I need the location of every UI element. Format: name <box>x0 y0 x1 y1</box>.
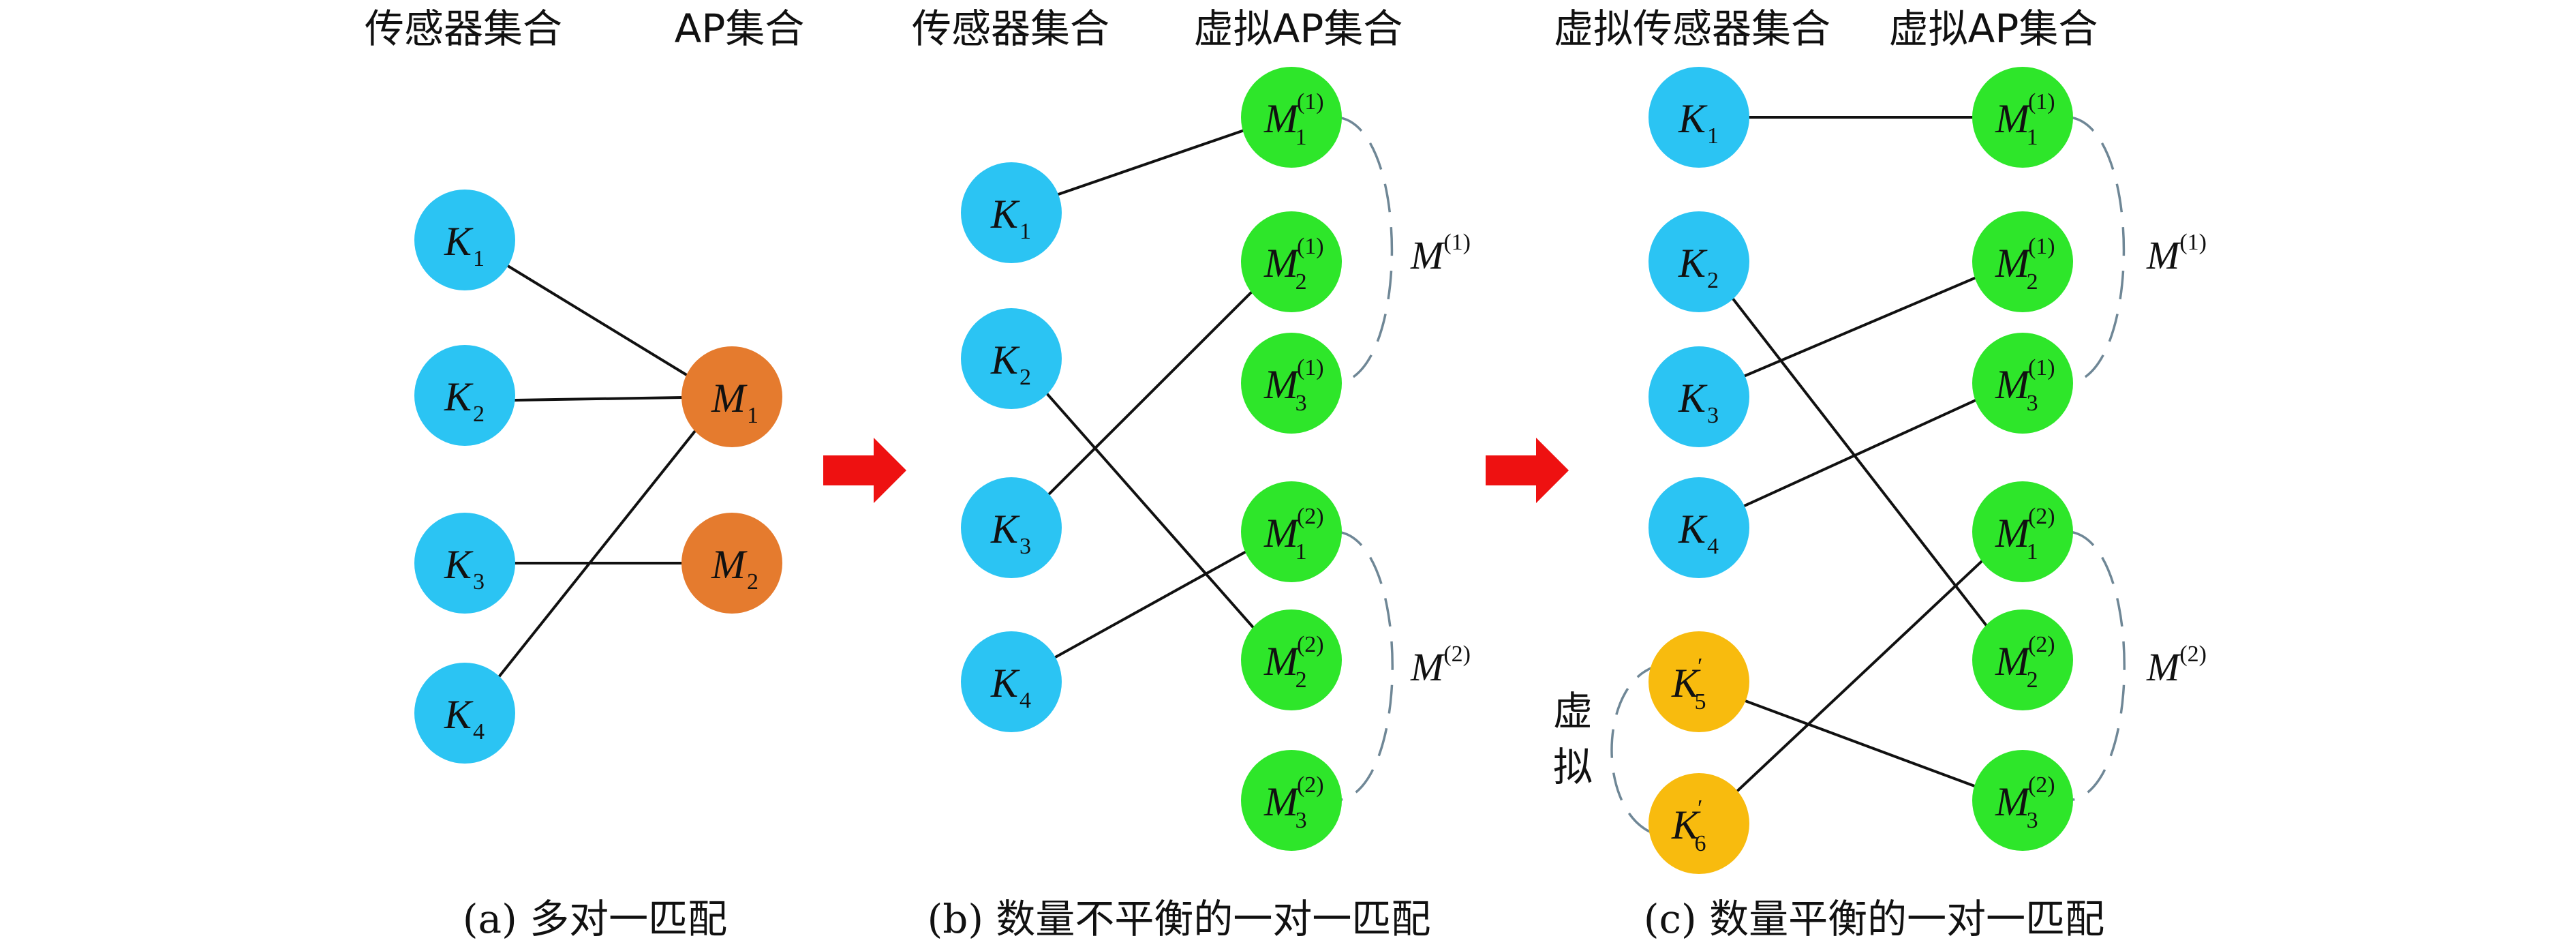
panel-c-ap-node-3: M(1)3 <box>1972 333 2073 434</box>
panel-b-group-label-1: M(1) <box>1410 230 1471 277</box>
panel-c-caption: (c) 数量平衡的一对一匹配 <box>1644 896 2104 942</box>
panel-a-sensor-node-2: K2 <box>414 345 515 446</box>
edge-layer <box>473 116 2014 819</box>
panel-a-sensor-node-2-label: K2 <box>444 374 485 427</box>
panel-b-ap-node-4: M(2)1 <box>1241 481 1342 582</box>
panel-c-sensor-node-3-label: K3 <box>1678 376 1719 428</box>
panel-c-edge-3 <box>1708 382 2014 524</box>
panel-b-ap-node-5: M(2)2 <box>1241 609 1342 710</box>
panel-a-sensor-node-3-label: K3 <box>444 542 485 594</box>
panel-b-sensor-node-1-label: K1 <box>990 192 1031 244</box>
panel-c-sensor-node-4: K4 <box>1649 477 1749 578</box>
arrow-layer <box>823 438 1569 503</box>
panel-c-ap-node-2-label: M(1)2 <box>1995 234 2055 295</box>
panel-c-sensor-node-5-label: K′5 <box>1671 654 1706 714</box>
virtual-note-char-1: 虚 <box>1553 688 1593 734</box>
panel-b-sensor-node-1: K1 <box>961 162 1062 263</box>
panel-a-ap-header: AP集合 <box>675 5 805 52</box>
panel-c-ap-node-2: M(1)2 <box>1972 211 2073 312</box>
panel-a-edge-1 <box>474 395 723 402</box>
panel-b-sensor-header: 传感器集合 <box>912 5 1109 52</box>
panel-b-sensor-node-3-label: K3 <box>990 507 1031 559</box>
panel-c-sensor-node-2: K2 <box>1649 211 1749 312</box>
panel-a-sensor-node-3: K3 <box>414 513 515 614</box>
panel-b-group-bracket-1 <box>1336 116 1394 385</box>
panel-b-edge-2 <box>1019 260 1283 524</box>
bracket-layer: M(1) M(2) M(1) M(2) <box>1336 116 2207 837</box>
panel-a-edge-3 <box>473 395 724 709</box>
panel-c-ap-node-1-label: M(1)1 <box>1995 89 2055 150</box>
virtual-note-char-2: 拟 <box>1553 744 1593 790</box>
panel-a-sensor-node-1: K1 <box>414 190 515 290</box>
panel-b-ap-node-6: M(2)3 <box>1241 750 1342 851</box>
panel-c-ap-node-5-label: M(2)2 <box>1995 632 2055 693</box>
panel-c-sensor-node-1: K1 <box>1649 67 1749 168</box>
panel-c-ap-node-6: M(2)3 <box>1972 750 2073 851</box>
panel-a-caption: (a) 多对一匹配 <box>463 896 727 942</box>
panel-b-edge-0 <box>1020 116 1283 209</box>
node-layer: K1K2K3K4M1M2K1K2K3K4M(1)1M(1)2M(1)3M(2)1… <box>414 67 2073 874</box>
panel-c-sensor-node-4-label: K4 <box>1678 507 1719 559</box>
panel-c-group-label-1: M(1) <box>2146 230 2207 277</box>
panel-c-edge-4 <box>1708 686 2014 802</box>
panel-b-ap-node-4-label: M(2)1 <box>1263 504 1324 564</box>
panel-b-ap-node-1-label: M(1)1 <box>1263 89 1324 150</box>
panel-c-sensor-node-1-label: K1 <box>1678 96 1719 149</box>
panel-a-edge-0 <box>473 244 724 398</box>
panel-c-sensor-header: 虚拟传感器集合 <box>1554 5 1830 52</box>
panel-c-sensor-node-2-label: K2 <box>1678 241 1719 293</box>
panel-b-ap-node-3-label: M(1)3 <box>1263 355 1324 416</box>
panel-b-ap-node-2: M(1)2 <box>1241 211 1342 312</box>
panel-c-edge-5 <box>1707 530 2014 819</box>
arrow-b-to-c-icon <box>1486 438 1569 503</box>
arrow-a-to-b-icon <box>823 438 906 503</box>
panel-c-ap-node-4: M(2)1 <box>1972 481 2073 582</box>
panel-b-ap-header: 虚拟AP集合 <box>1194 5 1403 52</box>
panel-c-sensor-node-6-label: K′6 <box>1671 796 1706 856</box>
panel-b-sensor-node-4: K4 <box>961 631 1062 732</box>
panel-b-sensor-node-2-label: K2 <box>990 337 1031 390</box>
panel-b-ap-node-2-label: M(1)2 <box>1263 234 1324 295</box>
panel-c-group-bracket-1 <box>2068 116 2126 385</box>
panel-a-ap-node-2-label: M2 <box>711 542 758 594</box>
panel-a-sensor-header: 传感器集合 <box>365 5 562 52</box>
panel-c-ap-header: 虚拟AP集合 <box>1889 5 2098 52</box>
panel-b-ap-node-1: M(1)1 <box>1241 67 1342 168</box>
panel-b-edge-1 <box>1019 363 1283 661</box>
panel-b-sensor-node-3: K3 <box>961 477 1062 578</box>
panel-b-sensor-node-2: K2 <box>961 308 1062 409</box>
panel-c-ap-node-6-label: M(2)3 <box>1995 772 2055 833</box>
panel-b-group-bracket-2 <box>1336 530 1394 802</box>
panel-b-caption: (b) 数量不平衡的一对一匹配 <box>927 896 1431 942</box>
panel-c-ap-node-4-label: M(2)1 <box>1995 504 2055 564</box>
panel-b-ap-node-3: M(1)3 <box>1241 333 1342 434</box>
panel-c-group-label-2: M(2) <box>2146 642 2207 689</box>
panel-a-sensor-node-1-label: K1 <box>444 219 485 271</box>
panel-b-sensor-node-4-label: K4 <box>990 661 1031 713</box>
panel-c-ap-node-3-label: M(1)3 <box>1995 355 2055 416</box>
panel-c-edge-1 <box>1707 266 2014 661</box>
panel-c-ap-node-1: M(1)1 <box>1972 67 2073 168</box>
panel-a-ap-node-2: M2 <box>681 513 782 614</box>
panel-a-sensor-node-4-label: K4 <box>444 692 485 744</box>
panel-b-group-label-2: M(2) <box>1410 642 1471 689</box>
panel-a-ap-node-1: M1 <box>681 346 782 447</box>
panel-c-group-bracket-2 <box>2068 530 2126 802</box>
panel-c-edge-2 <box>1708 260 2014 393</box>
panel-a-sensor-node-4: K4 <box>414 663 515 764</box>
panel-a-ap-node-1-label: M1 <box>711 376 758 428</box>
panel-b-ap-node-5-label: M(2)2 <box>1263 632 1324 693</box>
panel-b-ap-node-6-label: M(2)3 <box>1263 772 1324 833</box>
panel-c-sensor-node-6: K′6 <box>1649 773 1749 874</box>
panel-c-virtual-bracket <box>1610 663 1663 837</box>
panel-c-sensor-node-3: K3 <box>1649 346 1749 447</box>
panel-b-edge-3 <box>1020 530 1283 678</box>
panel-c-ap-node-5: M(2)2 <box>1972 609 2073 710</box>
panel-c-sensor-node-5: K′5 <box>1649 631 1749 732</box>
